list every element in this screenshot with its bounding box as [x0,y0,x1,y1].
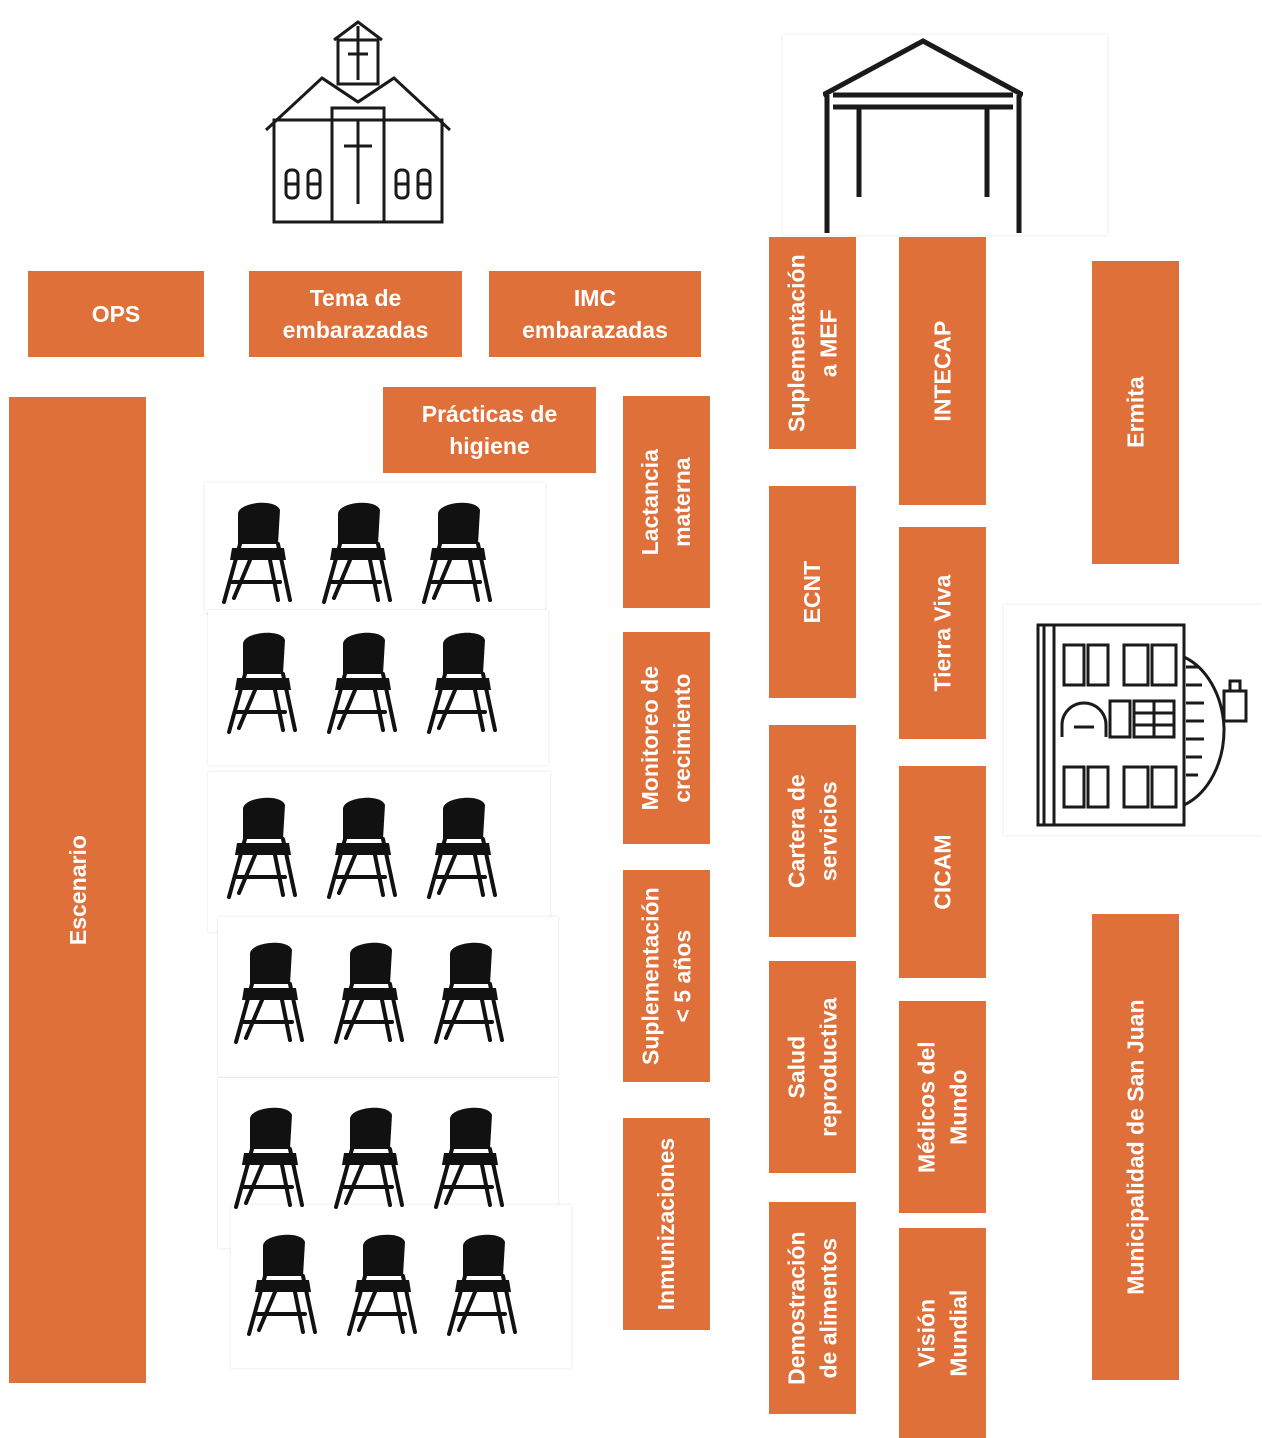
folding-chair-icon [427,797,497,899]
folding-chair-icon [334,942,404,1044]
folding-chair-icon [227,632,297,734]
folding-chair-icon [234,1107,304,1209]
box-medicos: Médicos del Mundo [899,1001,986,1213]
folding-chair-icon [247,1234,317,1336]
box-ecnt-label: ECNT [799,560,826,624]
box-practicas-higiene: Prácticas de higiene [383,387,596,473]
tent-icon [823,38,1023,233]
box-inmunizaciones-label: Inmunizaciones [653,1137,680,1311]
box-practicas-higiene-label: Prácticas de higiene [421,400,558,459]
folding-chair-icon [234,942,304,1044]
box-vision-label: Visión Mundial [913,1289,972,1377]
folding-chair-icon [434,1107,504,1209]
box-tierra-viva: Tierra Viva [899,527,986,739]
building-panel [1004,605,1262,835]
box-municipalidad-label: Municipalidad de San Juan [1122,999,1149,1295]
box-lactancia: Lactancia materna [623,396,710,608]
box-vision: Visión Mundial [899,1228,986,1438]
box-ops-label: OPS [91,300,141,327]
folding-chair-icon [434,942,504,1044]
box-cicam-label: CICAM [929,834,956,910]
box-salud-reproductiva-label: Salud reproductiva [783,997,842,1137]
box-imc-embarazadas: IMC embarazadas [489,271,701,357]
church-panel [172,8,552,263]
folding-chair-icon [347,1234,417,1336]
box-intecap: INTECAP [899,237,986,505]
box-demostracion-label: Demostración de alimentos [783,1231,842,1385]
folding-chair-icon [227,797,297,899]
folding-chair-icon [327,632,397,734]
tent-panel [783,35,1107,235]
folding-chair-icon [447,1234,517,1336]
box-monitoreo-label: Monitoreo de crecimiento [637,665,696,811]
box-tema-embarazadas-label: Tema de embarazadas [282,284,429,343]
box-cicam: CICAM [899,766,986,978]
box-cartera-label: Cartera de servicios [783,774,842,888]
folding-chair-icon [327,797,397,899]
box-suplementacion-mef: Suplementación a MEF [769,237,856,449]
box-imc-embarazadas-label: IMC embarazadas [522,284,668,343]
box-ops: OPS [28,271,204,357]
box-escenario: Escenario [9,397,146,1383]
box-suplementacion-mef-label: Suplementación a MEF [783,254,842,432]
box-municipalidad: Municipalidad de San Juan [1092,914,1179,1380]
box-cartera: Cartera de servicios [769,725,856,937]
folding-chair-icon [422,502,492,604]
folding-chair-icon [334,1107,404,1209]
box-lactancia-label: Lactancia materna [637,448,696,556]
box-ermita-label: Ermita [1122,376,1149,449]
box-ecnt: ECNT [769,486,856,698]
box-inmunizaciones: Inmunizaciones [623,1118,710,1330]
box-medicos-label: Médicos del Mundo [913,1041,972,1173]
box-monitoreo: Monitoreo de crecimiento [623,632,710,844]
folding-chair-icon [427,632,497,734]
box-tema-embarazadas: Tema de embarazadas [249,271,462,357]
box-tierra-viva-label: Tierra Viva [929,574,956,692]
box-demostracion: Demostración de alimentos [769,1202,856,1414]
box-salud-reproductiva: Salud reproductiva [769,961,856,1173]
folding-chair-icon [222,502,292,604]
box-ermita: Ermita [1092,261,1179,564]
church-icon [264,20,452,224]
box-intecap-label: INTECAP [929,320,956,422]
box-suplementacion-5-label: Suplementación < 5 años [637,887,696,1065]
box-suplementacion-5: Suplementación < 5 años [623,870,710,1082]
municipal-building-icon [1036,623,1248,827]
box-escenario-label: Escenario [64,835,91,945]
folding-chair-icon [322,502,392,604]
